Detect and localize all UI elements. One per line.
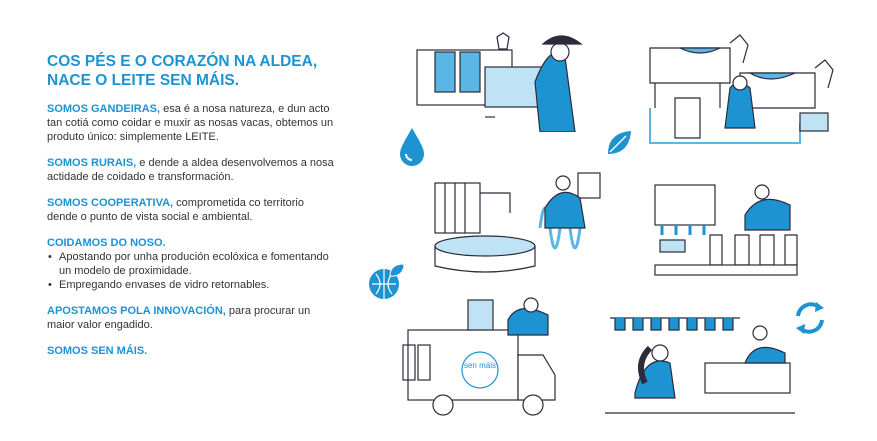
truck-logo: sen máis [464, 361, 496, 370]
water-drop-icon [400, 128, 424, 166]
bottling-line-illustration [654, 184, 798, 276]
farmer-barn-illustration [416, 32, 583, 132]
paragraph-rurais: SOMOS RURAIS, e dende a aldea desenvolve… [47, 157, 334, 183]
processing-tank-illustration [434, 172, 601, 273]
page-title: COS PÉS E O CORAZÓN NA ALDEA, NACE O LEI… [47, 53, 318, 89]
paragraph-gandeiras: SOMOS GANDEIRAS, esa é a nosa natureza, … [47, 103, 334, 143]
milking-cows-illustration [649, 34, 834, 144]
bullet-item: Apostando por unha produción ecolóxica e… [48, 250, 337, 278]
bullet-item: Empregando envases de vidro retornables. [48, 278, 337, 292]
text-column: COS PÉS E O CORAZÓN NA ALDEA, NACE O LEI… [47, 52, 337, 358]
paragraph-innovacion: APOSTAMOS POLA INNOVACIÓN, para procurar… [47, 305, 311, 331]
paragraph-cooperativa: SOMOS COOPERATIVA, comprometida co terri… [47, 197, 304, 223]
eco-globe-icon [369, 263, 405, 299]
closing-line: SOMOS SEN MÁIS. [47, 345, 148, 357]
delivery-truck-illustration: sen máis [402, 297, 556, 416]
recycle-arrows-icon [796, 302, 824, 334]
paragraph-coidamos: COIDAMOS DO NOSO. Apostando por unha pro… [47, 236, 337, 292]
market-stall-illustration [605, 317, 795, 414]
leaf-icon [608, 131, 631, 154]
